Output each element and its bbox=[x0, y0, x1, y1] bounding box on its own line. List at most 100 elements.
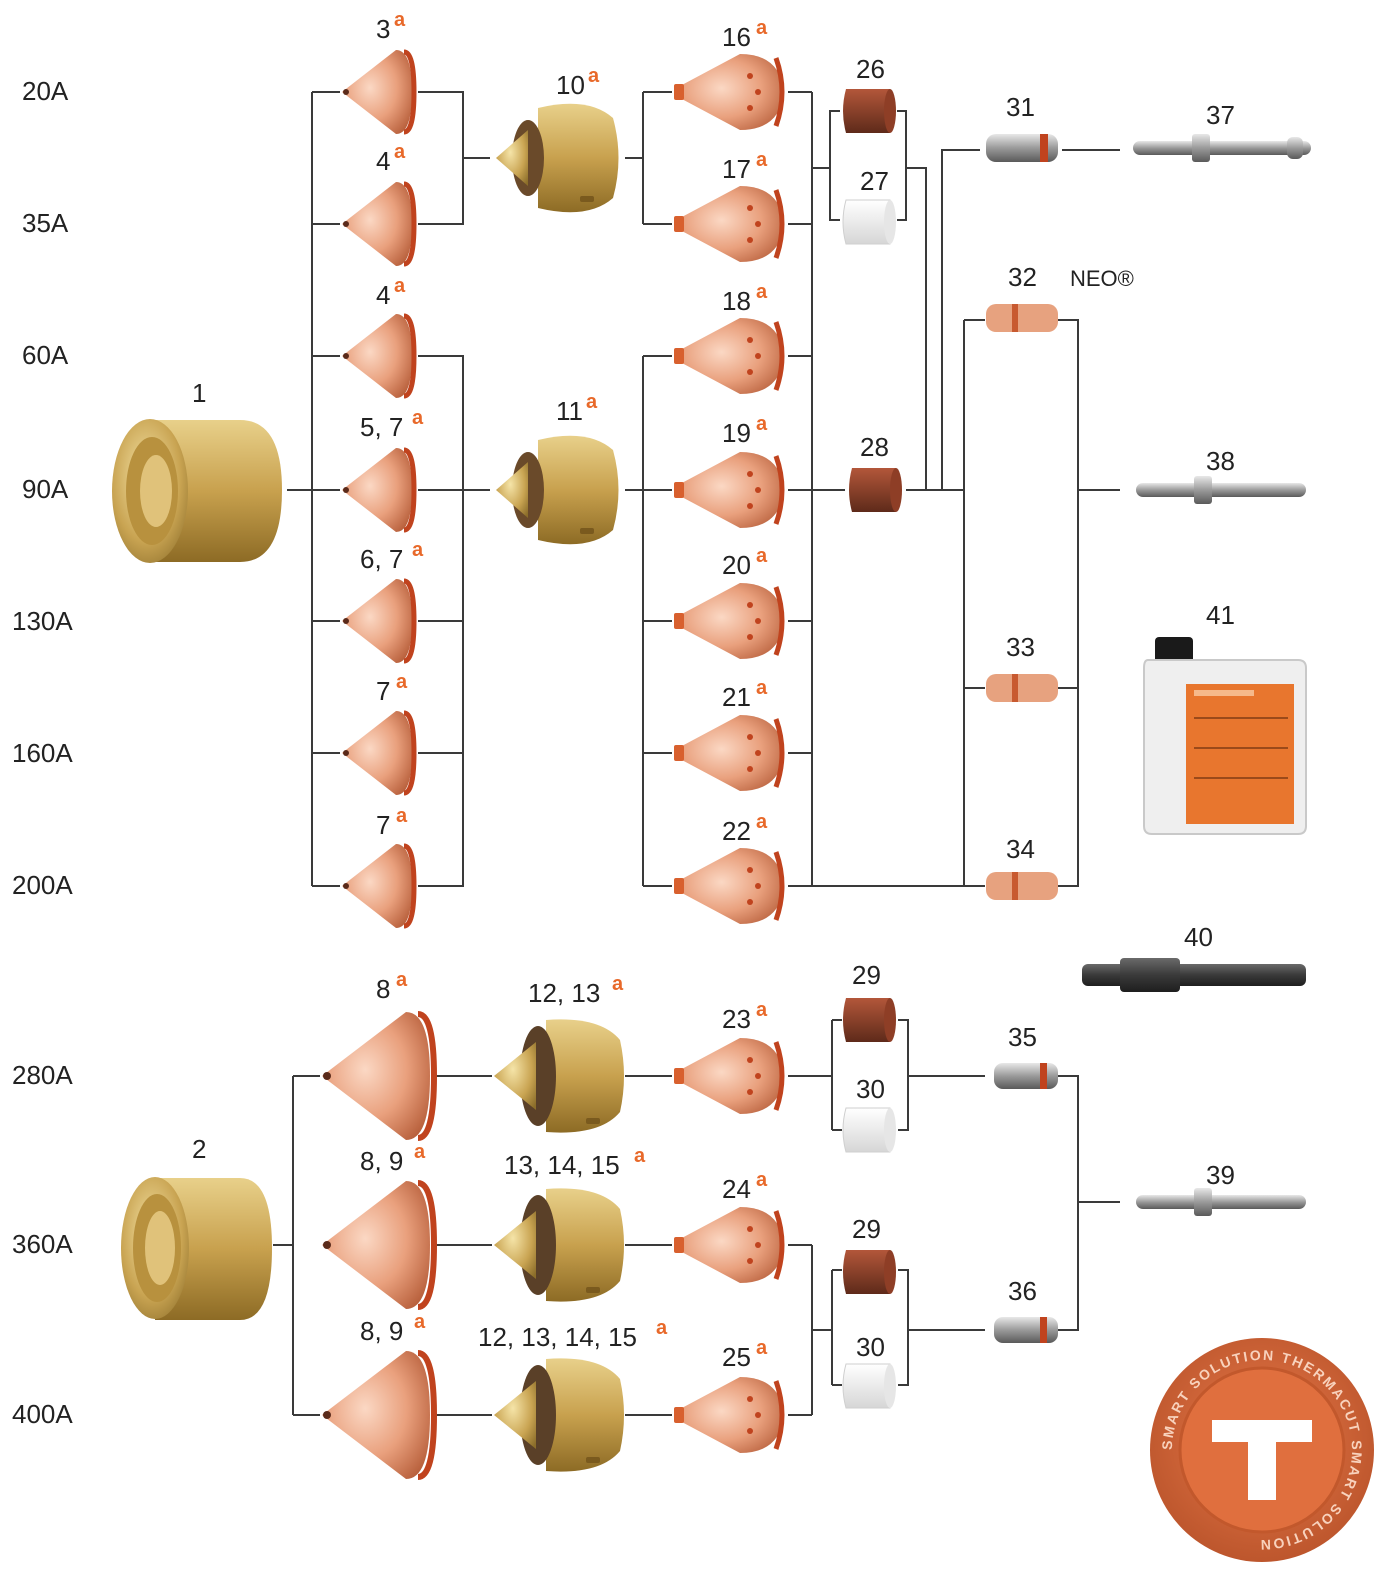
shield-22 bbox=[674, 848, 785, 924]
part-label-8-9b: 8, 9 bbox=[360, 1316, 403, 1346]
coolant-canister bbox=[1143, 637, 1307, 835]
tube-37 bbox=[1133, 134, 1311, 162]
amp-label-160: 160A bbox=[12, 738, 73, 768]
part-label-18: 18 bbox=[722, 286, 751, 316]
tubes bbox=[1082, 134, 1311, 1216]
part-label-23-sup: a bbox=[756, 999, 768, 1021]
part-label-5-7-sup: a bbox=[412, 407, 424, 429]
part-label-8: 8 bbox=[376, 974, 390, 1004]
part-label-19-sup: a bbox=[756, 413, 768, 435]
part-label-7b-sup: a bbox=[396, 805, 408, 827]
nozzle-7b bbox=[342, 843, 417, 929]
electrode-35 bbox=[994, 1063, 1058, 1089]
shield-23 bbox=[674, 1038, 785, 1114]
part-label-7a-sup: a bbox=[396, 671, 408, 693]
swirl-ring-27 bbox=[842, 199, 896, 245]
part-label-19: 19 bbox=[722, 418, 751, 448]
shield-16 bbox=[674, 54, 785, 130]
part-label-29a: 29 bbox=[852, 960, 881, 990]
nozzle-row-lower bbox=[322, 1011, 438, 1480]
part-label-7a: 7 bbox=[376, 676, 390, 706]
nozzle-row-upper bbox=[342, 49, 417, 929]
shield-18 bbox=[674, 318, 785, 394]
holder-12-13-14-15 bbox=[494, 1358, 624, 1472]
part-label-30a: 30 bbox=[856, 1074, 885, 1104]
holder-12-13 bbox=[494, 1019, 624, 1133]
tube-40 bbox=[1082, 958, 1306, 992]
swirl-ring-28 bbox=[849, 468, 902, 512]
electrode-36 bbox=[994, 1317, 1058, 1343]
part-label-7b: 7 bbox=[376, 810, 390, 840]
electrodes bbox=[986, 134, 1058, 1343]
part-label-11: 11 bbox=[556, 396, 583, 426]
amp-label-200: 200A bbox=[12, 870, 73, 900]
amp-label-90: 90A bbox=[22, 474, 69, 504]
part-label-22-sup: a bbox=[756, 811, 768, 833]
part-label-25-sup: a bbox=[756, 1337, 768, 1359]
electrode-32 bbox=[986, 304, 1058, 332]
shield-17 bbox=[674, 186, 785, 262]
part-label-36: 36 bbox=[1008, 1276, 1037, 1306]
part-label-4b: 4 bbox=[376, 280, 390, 310]
nozzle-6-7 bbox=[342, 578, 417, 664]
amperage-labels: 20A 35A 60A 90A 130A 160A 200A 280A 360A… bbox=[12, 76, 73, 1429]
part-label-10-sup: a bbox=[588, 65, 600, 87]
nozzle-4a bbox=[342, 181, 417, 267]
part-label-31: 31 bbox=[1006, 92, 1035, 122]
part-label-17: 17 bbox=[722, 154, 751, 184]
amp-label-360: 360A bbox=[12, 1229, 73, 1259]
part-label-34: 34 bbox=[1006, 834, 1035, 864]
smart-solution-logo: SMART SOLUTION THERMACUT SMART SOLUTION bbox=[1150, 1338, 1374, 1562]
part-label-12-13-sup: a bbox=[612, 973, 624, 995]
electrode-31 bbox=[986, 134, 1058, 162]
amp-label-60: 60A bbox=[22, 340, 69, 370]
part-label-24-sup: a bbox=[756, 1169, 768, 1191]
part-label-16-sup: a bbox=[756, 17, 768, 39]
shield-24 bbox=[674, 1207, 785, 1283]
part-label-13-14-15-sup: a bbox=[634, 1145, 646, 1167]
tube-39 bbox=[1136, 1188, 1306, 1216]
neo-label: NEO® bbox=[1070, 266, 1134, 291]
amp-label-35: 35A bbox=[22, 208, 69, 238]
part-label-5-7: 5, 7 bbox=[360, 412, 403, 442]
part-label-33: 33 bbox=[1006, 632, 1035, 662]
part-label-8-9b-sup: a bbox=[414, 1311, 426, 1333]
part-label-32: 32 bbox=[1008, 262, 1037, 292]
nozzle-7a bbox=[342, 710, 417, 796]
part-label-30b: 30 bbox=[856, 1332, 885, 1362]
part-label-21-sup: a bbox=[756, 677, 768, 699]
part-label-27: 27 bbox=[860, 166, 889, 196]
part-label-12-13-14-15: 12, 13, 14, 15 bbox=[478, 1322, 637, 1352]
part-label-8-sup: a bbox=[396, 969, 408, 991]
shield-25 bbox=[674, 1377, 785, 1453]
part-label-18-sup: a bbox=[756, 281, 768, 303]
part-label-22: 22 bbox=[722, 816, 751, 846]
part-label-2: 2 bbox=[192, 1134, 206, 1164]
part-label-20-sup: a bbox=[756, 545, 768, 567]
part-label-37: 37 bbox=[1206, 100, 1235, 130]
part-label-3: 3 bbox=[376, 14, 390, 44]
nozzle-8-9a bbox=[322, 1180, 438, 1310]
part-label-23: 23 bbox=[722, 1004, 751, 1034]
part-label-39: 39 bbox=[1206, 1160, 1235, 1190]
part-label-3-sup: a bbox=[394, 9, 406, 31]
shield-20 bbox=[674, 583, 785, 659]
holder-10 bbox=[496, 103, 619, 213]
nozzle-8-9b bbox=[322, 1350, 438, 1480]
amp-label-20: 20A bbox=[22, 76, 69, 106]
swirl-ring-29a bbox=[843, 998, 896, 1042]
part-label-12-13-14-15-sup: a bbox=[656, 1317, 668, 1339]
part-label-4a: 4 bbox=[376, 146, 390, 176]
holder-13-14-15 bbox=[494, 1188, 624, 1302]
nozzle-4b bbox=[342, 313, 417, 399]
nozzle-8 bbox=[322, 1011, 438, 1141]
part-label-35: 35 bbox=[1008, 1022, 1037, 1052]
amp-label-280: 280A bbox=[12, 1060, 73, 1090]
swirl-ring-30a bbox=[842, 1107, 896, 1153]
swirl-ring-30b bbox=[842, 1363, 896, 1409]
part-label-11-sup: a bbox=[586, 391, 598, 413]
part-label-1: 1 bbox=[192, 378, 206, 408]
amp-label-130: 130A bbox=[12, 606, 73, 636]
part-label-6-7: 6, 7 bbox=[360, 544, 403, 574]
